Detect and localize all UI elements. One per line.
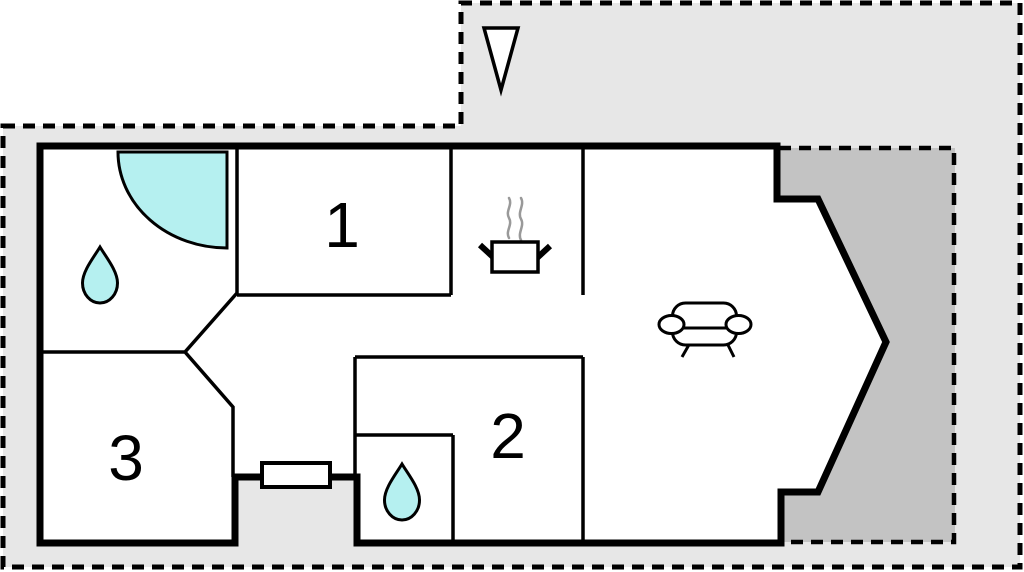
terrace-boundary — [779, 145, 957, 545]
pot-icon — [490, 240, 540, 274]
shower-icon — [116, 150, 229, 250]
room-1-label: 1 — [324, 189, 360, 261]
sofa-icon — [657, 301, 753, 358]
steam-icon — [506, 196, 512, 240]
room-2-label: 2 — [490, 400, 526, 472]
sofa-armrest — [724, 314, 753, 335]
north-arrow-icon — [481, 26, 521, 97]
sofa-armrest — [657, 314, 686, 335]
interior-walls — [40, 146, 585, 543]
water-drop-icon — [382, 461, 422, 522]
room-3-label: 3 — [108, 422, 144, 494]
water-drop-icon — [80, 244, 120, 305]
stove-icon — [477, 196, 553, 274]
steam-icon — [518, 196, 524, 242]
building-outline — [36, 142, 890, 547]
entrance-window-icon — [260, 461, 332, 489]
